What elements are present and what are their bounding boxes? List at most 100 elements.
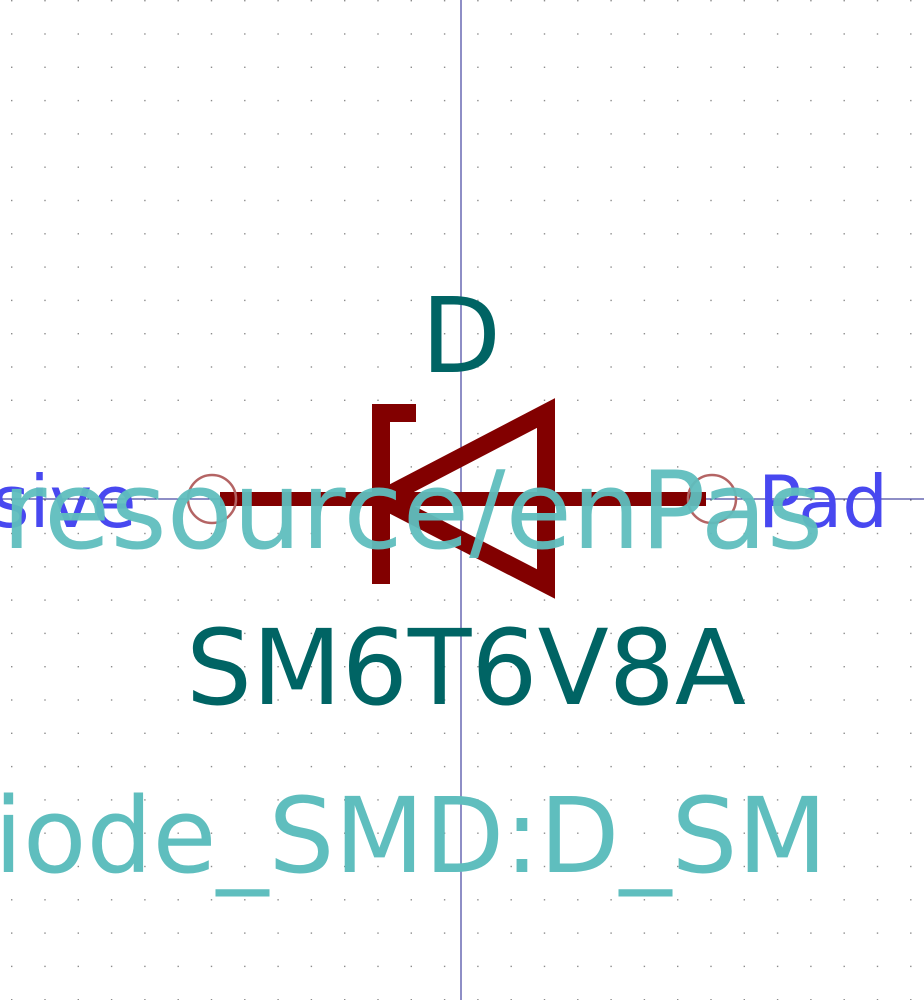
grid-dot [910, 333, 912, 335]
grid-dot [110, 0, 113, 2]
diode-symbol[interactable] [186, 398, 738, 599]
grid-dot [177, 432, 179, 435]
grid-dot [710, 532, 712, 535]
grid-dot [876, 99, 879, 102]
grid-dot [310, 832, 313, 834]
grid-dot [210, 0, 213, 2]
grid-dot [510, 699, 512, 701]
footprint-field[interactable]: iode_SMD:D_SM [0, 775, 827, 897]
grid-dot [210, 599, 213, 601]
grid-dot [876, 965, 879, 968]
grid-dot [543, 666, 546, 668]
grid-dot [77, 266, 79, 268]
grid-dot [577, 799, 579, 801]
grid-dot [543, 632, 546, 635]
grid-dot [277, 333, 279, 335]
grid-dot [110, 632, 113, 635]
grid-dot [443, 299, 446, 302]
grid-dot [810, 0, 812, 2]
grid-dot [310, 632, 313, 635]
grid-dot [443, 133, 446, 135]
grid-dot [810, 199, 812, 202]
diode-cathode-bar [372, 404, 416, 584]
pin-left-endpoint[interactable] [186, 473, 238, 525]
grid-dot [643, 266, 646, 268]
grid-dot [543, 99, 546, 102]
grid-dot [77, 333, 79, 335]
grid-dot [477, 732, 479, 734]
grid-dot [876, 133, 879, 135]
grid-dot [477, 899, 479, 901]
grid-dot [244, 732, 246, 734]
grid-dot [110, 765, 113, 768]
grid-dot [44, 865, 46, 868]
grid-dot [643, 699, 646, 701]
grid-dot [377, 333, 379, 335]
grid-dot [677, 66, 679, 68]
grid-dot [11, 432, 13, 435]
grid-dot [244, 399, 246, 401]
grid-dot [277, 765, 279, 768]
reference-designator[interactable]: D [421, 275, 501, 397]
grid-dot [44, 366, 46, 368]
grid-dot [776, 899, 779, 901]
grid-dot [643, 599, 646, 601]
grid-dot [77, 66, 79, 68]
grid-dot [177, 366, 179, 368]
grid-dot [110, 399, 113, 401]
grid-dot [910, 66, 912, 68]
grid-dot [110, 233, 113, 235]
grid-dot [910, 0, 912, 2]
grid-dot [610, 233, 612, 235]
grid-dot [277, 366, 279, 368]
grid-dot [876, 532, 879, 535]
grid-dot [610, 366, 612, 368]
grid-dot [910, 965, 912, 968]
grid-dot [610, 632, 612, 635]
grid-dot [776, 832, 779, 834]
grid-dot [843, 632, 845, 635]
grid-dot [677, 299, 679, 302]
grid-dot [543, 33, 546, 35]
grid-dot [477, 632, 479, 635]
grid-dot [11, 333, 13, 335]
grid-dot [743, 599, 745, 601]
grid-dot [344, 532, 346, 535]
grid-dot [144, 299, 146, 302]
diode-triangle [361, 398, 555, 599]
pin-right-endpoint[interactable] [686, 473, 738, 525]
grid-dot [677, 399, 679, 401]
grid-dot [643, 566, 646, 568]
grid-dot [144, 765, 146, 768]
grid-dot [876, 865, 879, 868]
grid-dot [477, 299, 479, 302]
grid-dot [710, 899, 712, 901]
grid-dot [610, 732, 612, 734]
grid-dot [110, 466, 113, 468]
grid-dot [743, 266, 745, 268]
grid-dot [277, 732, 279, 734]
grid-dot [643, 399, 646, 401]
grid-dot [643, 366, 646, 368]
grid-dot [810, 33, 812, 35]
grid-dot [410, 199, 412, 202]
grid-dot [310, 566, 313, 568]
grid-dot [210, 299, 213, 302]
grid-dot [710, 666, 712, 668]
grid-dot [244, 599, 246, 601]
grid-dot [44, 599, 46, 601]
grid-dot [210, 99, 213, 102]
grid-dot [510, 732, 512, 734]
grid-dot [810, 166, 812, 168]
grid-dot [110, 33, 113, 35]
grid-dot [144, 199, 146, 202]
grid-dot [277, 832, 279, 834]
grid-dot [843, 299, 845, 302]
grid-dot [410, 99, 412, 102]
grid-dot [510, 399, 512, 401]
component-value[interactable]: SM6T6V8A [186, 607, 746, 729]
grid-dot [477, 0, 479, 2]
grid-dot [44, 899, 46, 901]
grid-dot [910, 299, 912, 302]
